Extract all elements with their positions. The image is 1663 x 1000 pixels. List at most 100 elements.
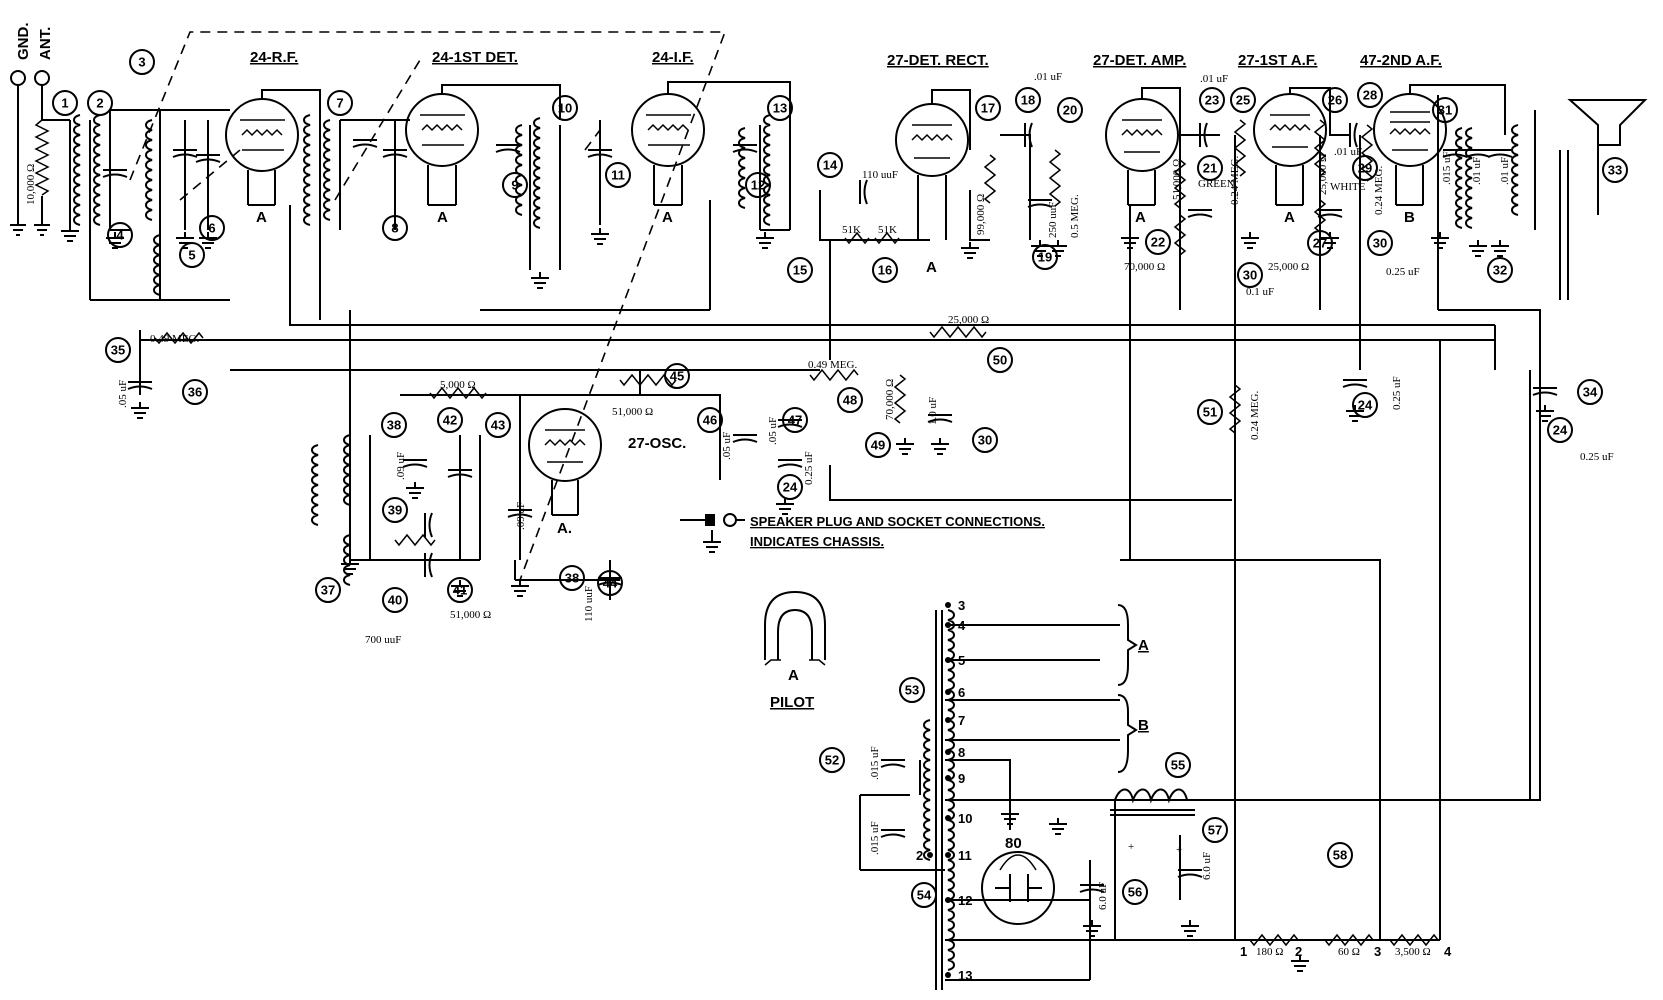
tap-4: 4 bbox=[1444, 944, 1452, 959]
callout-39: 39 bbox=[388, 503, 402, 518]
callout-circle-48 bbox=[837, 387, 863, 413]
r36-value: 0.49 MEG. bbox=[150, 333, 199, 345]
chassis-ground-icon bbox=[199, 232, 217, 249]
callout-circle-20 bbox=[1057, 97, 1083, 123]
chassis-ground-icon bbox=[531, 272, 549, 289]
pin-dot bbox=[945, 622, 951, 628]
resistor-zigzag bbox=[893, 374, 907, 424]
tube-27-first-af: A bbox=[1253, 93, 1327, 226]
resistor-zigzag bbox=[1249, 933, 1299, 947]
stage-first-det-title: 24-1ST DET. bbox=[432, 49, 518, 66]
chassis-ground-icon bbox=[1469, 240, 1487, 257]
c14-value: 110 uuF bbox=[862, 169, 898, 181]
callout-circle-56 bbox=[1122, 879, 1148, 905]
capacitor-plates bbox=[732, 144, 758, 153]
chassis-grounds bbox=[61, 225, 1554, 972]
chassis-ground-icon bbox=[131, 402, 149, 419]
r45-value: 51,000 Ω bbox=[612, 406, 653, 418]
secondary-winding bbox=[947, 609, 955, 971]
pin-dot bbox=[945, 852, 951, 858]
callout-circle-42 bbox=[437, 407, 463, 433]
callout-45: 45 bbox=[670, 369, 684, 384]
callout-circle-36 bbox=[182, 379, 208, 405]
callout-38: 38 bbox=[387, 418, 401, 433]
coil-winding bbox=[311, 444, 319, 526]
callout-12: 12 bbox=[751, 178, 765, 193]
capacitor-plates bbox=[1079, 884, 1105, 893]
capacitor-plates bbox=[927, 414, 953, 423]
coil-winding bbox=[303, 114, 311, 226]
chassis-ground-icon bbox=[961, 242, 979, 259]
chassis-ground-icon bbox=[776, 498, 794, 515]
c24b-value: 0.25 uF bbox=[1580, 451, 1614, 463]
c56-value: 6.0 uF bbox=[1097, 882, 1109, 910]
callout-7: 7 bbox=[336, 96, 343, 111]
callout-29: 29 bbox=[1358, 161, 1372, 176]
c52b-value: .015 uF bbox=[869, 821, 881, 855]
capacitor-plates bbox=[732, 434, 758, 443]
callout-circle-12 bbox=[745, 172, 771, 198]
r17-value: 99,000 Ω bbox=[975, 194, 987, 235]
callout-47: 47 bbox=[788, 413, 802, 428]
callout-circle-46 bbox=[697, 407, 723, 433]
chassis-ground-icon bbox=[1181, 920, 1199, 937]
callout-20: 20 bbox=[1063, 103, 1077, 118]
stage-if-title: 24-I.F. bbox=[652, 49, 694, 66]
callout-24: 24 bbox=[1358, 398, 1373, 413]
callout-5: 5 bbox=[188, 248, 195, 263]
callout-6: 6 bbox=[208, 221, 215, 236]
callout-4: 4 bbox=[116, 228, 124, 243]
transformer-pin-13: 13 bbox=[958, 968, 972, 983]
capacitor-plates bbox=[880, 829, 906, 838]
callout-circle-25 bbox=[1230, 87, 1256, 113]
stage-first-af-title: 27-1ST A.F. bbox=[1238, 52, 1317, 69]
callout-circle-32 bbox=[1487, 257, 1513, 283]
callout-42: 42 bbox=[443, 413, 457, 428]
r48-value: 0.49 MEG. bbox=[808, 359, 857, 371]
callout-circle-30 bbox=[1237, 262, 1263, 288]
capacitor-plates bbox=[1487, 149, 1513, 158]
callout-48: 48 bbox=[843, 393, 857, 408]
c18-value: .01 uF bbox=[1034, 71, 1062, 83]
r27b-value: 25,000 Ω bbox=[1268, 261, 1309, 273]
callout-30: 30 bbox=[1373, 236, 1387, 251]
chassis-ground-icon bbox=[931, 438, 949, 455]
callout-circle-43 bbox=[485, 412, 511, 438]
resistor-zigzag bbox=[929, 325, 987, 339]
capacitor-plates bbox=[1199, 122, 1208, 148]
tube-80-label: 80 bbox=[1005, 835, 1022, 852]
transformer-pin-9: 9 bbox=[958, 771, 965, 786]
coil-winding bbox=[763, 114, 771, 226]
callout-2: 2 bbox=[96, 96, 103, 111]
coil-winding bbox=[93, 114, 101, 226]
resistor-zigzag bbox=[1173, 159, 1187, 209]
capacitor-plates bbox=[1024, 122, 1033, 148]
chassis-ground-icon bbox=[1241, 232, 1259, 249]
callout-24: 24 bbox=[1553, 423, 1568, 438]
callout-circle-30 bbox=[972, 427, 998, 453]
r58b-value: 60 Ω bbox=[1338, 946, 1360, 958]
callout-53: 53 bbox=[905, 683, 919, 698]
callout-11: 11 bbox=[611, 168, 625, 183]
tube-second-af-heater-label: B bbox=[1404, 209, 1415, 226]
callout-37: 37 bbox=[321, 583, 335, 598]
r25-value: 0.24 MEG. bbox=[1229, 156, 1241, 205]
tap-3: 3 bbox=[1374, 944, 1381, 959]
chassis-ground-icon bbox=[61, 225, 79, 242]
heater-group-b: B bbox=[1138, 717, 1149, 734]
resistor-zigzag bbox=[154, 331, 204, 345]
callout-19: 19 bbox=[1038, 250, 1052, 265]
tube-det-amp-heater-label: A bbox=[1135, 209, 1146, 226]
callout-56: 56 bbox=[1128, 885, 1142, 900]
resistor-zigzag bbox=[619, 373, 677, 387]
callout-21: 21 bbox=[1203, 161, 1217, 176]
callout-circle-23 bbox=[1199, 87, 1225, 113]
capacitor-plates bbox=[102, 169, 128, 178]
callout-58: 58 bbox=[1333, 848, 1347, 863]
tube-24-if: A bbox=[631, 93, 705, 226]
callout-55: 55 bbox=[1171, 758, 1185, 773]
tube-if-heater-label: A bbox=[662, 209, 673, 226]
chassis-ground-icon bbox=[896, 438, 914, 455]
chassis-ground-icon bbox=[341, 558, 359, 575]
